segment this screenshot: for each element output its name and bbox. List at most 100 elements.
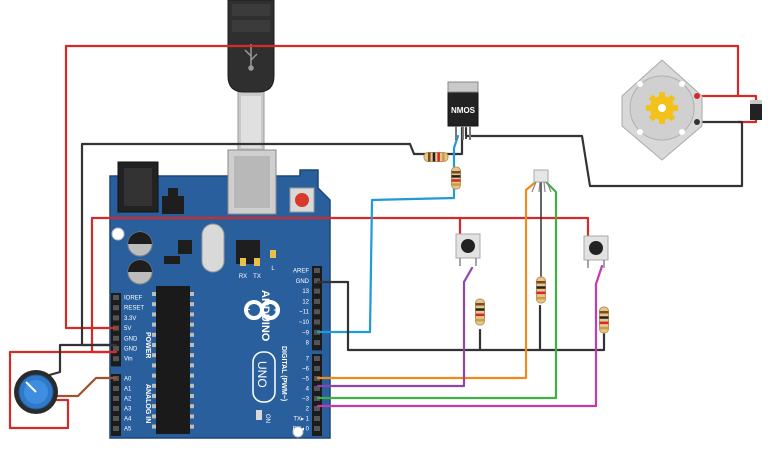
wire-red-5v-to-motor[interactable] xyxy=(64,44,740,330)
pin-label: 5V xyxy=(124,326,131,332)
wire-red-pot[interactable] xyxy=(8,350,118,430)
svg-text:−: − xyxy=(246,305,251,314)
pin-label: ~10 xyxy=(299,320,310,326)
pin-label: ~9 xyxy=(302,330,310,336)
pin-3[interactable] xyxy=(314,396,320,401)
pin-label: ~3 xyxy=(302,397,310,403)
pin-tx1[interactable] xyxy=(314,416,320,421)
pin-label: 4 xyxy=(306,387,310,393)
resistor-button-right[interactable] xyxy=(599,306,609,334)
uno-badge xyxy=(252,351,276,403)
resistor-button-left[interactable] xyxy=(475,298,485,326)
board-model: UNO xyxy=(255,361,269,388)
pin-13[interactable] xyxy=(314,288,320,294)
pin-a5[interactable] xyxy=(113,426,119,431)
svg-text:+: + xyxy=(273,305,278,315)
pin-label: Vin xyxy=(124,357,133,363)
pin-label: 3.3V xyxy=(124,316,136,322)
pin-label: A2 xyxy=(124,397,132,403)
pin-gnd[interactable] xyxy=(314,278,320,284)
pin-label: TX▸ 1 xyxy=(293,417,309,423)
crystal-oscillator xyxy=(201,223,225,273)
atmega-chip xyxy=(156,286,190,434)
on-label: ON xyxy=(264,414,270,423)
pin-8[interactable] xyxy=(314,340,320,346)
pin-label: A1 xyxy=(124,387,132,393)
pin-a1[interactable] xyxy=(113,386,119,391)
l-led xyxy=(270,250,276,258)
reset-button-cap[interactable] xyxy=(295,193,309,207)
board-brand: ARDUINO xyxy=(259,290,271,342)
arduino-logo xyxy=(244,300,280,320)
wire-green-pin3[interactable] xyxy=(316,180,558,400)
pin-label: GND xyxy=(296,279,310,285)
pin-11[interactable] xyxy=(314,309,320,315)
resistor-gate-pulldown[interactable] xyxy=(451,166,461,190)
pin-label: 7 xyxy=(306,357,310,363)
pin-4[interactable] xyxy=(314,386,320,391)
wire-black-gnd-to-resistors[interactable] xyxy=(316,280,606,352)
pin-reset[interactable] xyxy=(113,305,119,311)
pin-label: AREF xyxy=(293,269,309,275)
resistor-gate[interactable] xyxy=(423,152,449,162)
power-header: POWER xyxy=(144,332,151,358)
pin-33v[interactable] xyxy=(113,315,119,321)
nmos-transistor[interactable]: NMOS xyxy=(447,81,479,140)
pin-label: 12 xyxy=(302,299,309,305)
l-label: L xyxy=(271,266,275,272)
resistor-led[interactable] xyxy=(536,276,546,304)
dc-motor[interactable] xyxy=(621,59,703,161)
rx-label: RX xyxy=(239,274,247,280)
pin-label: ~11 xyxy=(299,310,309,316)
pin-a2[interactable] xyxy=(113,396,119,401)
gear-icon xyxy=(646,92,678,124)
push-button-left[interactable] xyxy=(455,233,481,266)
rgb-led[interactable] xyxy=(531,169,552,193)
transistor-label: NMOS xyxy=(451,106,476,115)
rx-led xyxy=(240,258,246,266)
wire-black-pot[interactable] xyxy=(44,343,118,378)
pin-label: A5 xyxy=(124,427,132,433)
wire-purple-pin5[interactable] xyxy=(316,266,474,388)
pin-12[interactable] xyxy=(314,298,320,304)
wire-orange-pin6[interactable] xyxy=(316,178,540,380)
wire-black-mosfet-to-motor[interactable] xyxy=(464,120,744,188)
pin-aref[interactable] xyxy=(314,268,320,273)
pin-ioref[interactable] xyxy=(113,295,119,300)
pin-6[interactable] xyxy=(314,366,320,371)
pin-5[interactable] xyxy=(314,376,320,381)
pin-rx0[interactable] xyxy=(314,426,320,431)
pin-label: 2 xyxy=(306,407,310,413)
wire-blue-pin9-to-gate[interactable] xyxy=(316,134,460,334)
usb-symbol-icon xyxy=(244,44,258,71)
wire-brown-a0[interactable] xyxy=(54,376,118,398)
on-led xyxy=(256,410,262,420)
digital-header: DIGITAL (PWM~) xyxy=(280,346,287,401)
pin-label: 8 xyxy=(306,341,310,347)
pin-vin[interactable] xyxy=(113,356,119,362)
pin-a3[interactable] xyxy=(113,406,119,411)
arduino-uno-board[interactable]: RX TX L − + ARDUINO UNO ON POWER ANALOG … xyxy=(109,149,331,439)
push-button-right[interactable] xyxy=(583,235,609,268)
mounting-hole xyxy=(292,426,304,438)
pin-7[interactable] xyxy=(314,356,320,361)
pin-10[interactable] xyxy=(314,319,320,325)
pin-2[interactable] xyxy=(314,406,320,411)
wire-magenta-pin2[interactable] xyxy=(316,264,604,408)
voltage-regulator xyxy=(162,196,184,214)
pin-a4[interactable] xyxy=(113,416,119,421)
tx-led xyxy=(254,258,260,266)
pin-label: ~6 xyxy=(302,367,310,373)
pin-label: 13 xyxy=(302,289,309,295)
flyback-diode[interactable] xyxy=(750,100,762,120)
smd-chip xyxy=(178,240,192,254)
pin-gnd[interactable] xyxy=(113,346,119,351)
pin-label: A3 xyxy=(124,407,132,413)
pin-label: GND xyxy=(124,336,138,342)
potentiometer[interactable] xyxy=(14,370,58,414)
pin-gnd[interactable] xyxy=(113,335,119,341)
usb-cable xyxy=(227,0,275,153)
